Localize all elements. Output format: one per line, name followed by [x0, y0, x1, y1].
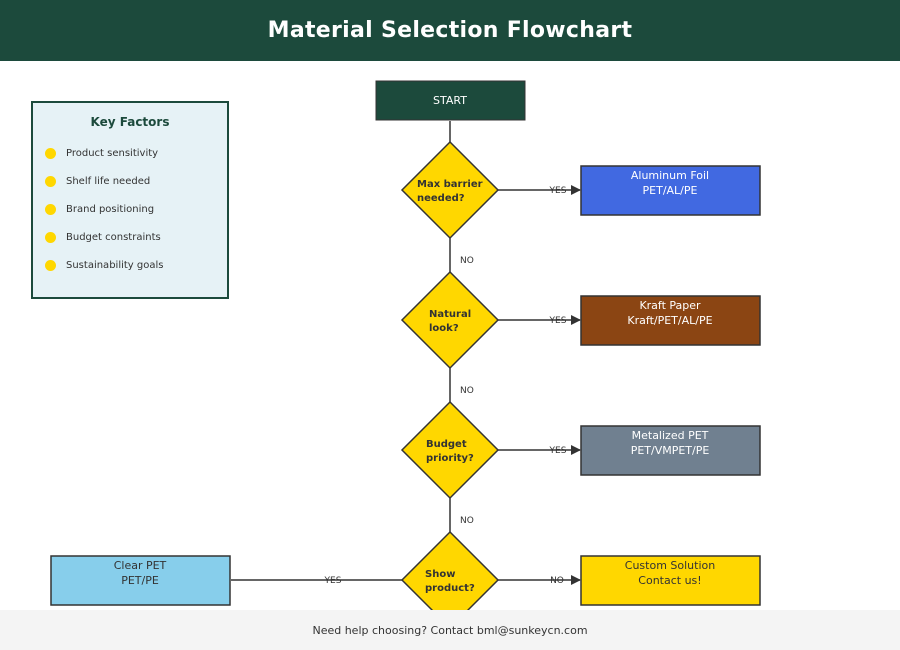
decision-text-line2: product? [425, 583, 475, 594]
outcome-kraft-paper: Kraft Paper Kraft/PET/AL/PE [580, 295, 761, 346]
edge-label-no: NO [550, 576, 564, 586]
outcome-title: Clear PET [114, 559, 167, 572]
outcome-structure: Kraft/PET/AL/PE [627, 314, 712, 327]
start-label: START [433, 94, 467, 107]
edge-label-yes: YES [549, 446, 567, 456]
outcome-structure: PET/AL/PE [643, 184, 698, 197]
page-header: Material Selection Flowchart [0, 0, 900, 61]
key-factor-item: Product sensitivity [45, 145, 158, 161]
page-title: Material Selection Flowchart [267, 18, 633, 43]
decision-text-line2: needed? [417, 193, 465, 204]
decision-text-line1: Show [425, 569, 455, 580]
key-factor-item: Budget constraints [45, 229, 161, 245]
decision-text-line1: Budget [426, 439, 467, 450]
edge-label-yes: YES [324, 576, 342, 586]
bullet-dot-icon [45, 259, 56, 271]
bullet-dot-icon [45, 147, 56, 159]
bullet-dot-icon [45, 175, 56, 187]
edge-label-yes: YES [549, 316, 567, 326]
decision-text-line2: priority? [426, 453, 474, 464]
decision-text-line2: look? [429, 323, 459, 334]
key-factor-label: Shelf life needed [66, 175, 151, 187]
key-factor-item: Shelf life needed [45, 173, 150, 189]
edge-label-no: NO [460, 516, 474, 526]
key-factors-title: Key Factors [90, 115, 170, 129]
outcome-custom-solution: Custom Solution Contact us! [580, 555, 761, 606]
key-factor-label: Brand positioning [66, 203, 155, 215]
outcome-structure: Contact us! [638, 574, 701, 587]
key-factor-label: Budget constraints [66, 231, 161, 243]
bullet-dot-icon [45, 231, 56, 243]
decision-text-line1: Natural [429, 309, 471, 320]
key-factor-item: Sustainability goals [45, 257, 163, 273]
outcome-metalized-pet: Metalized PET PET/VMPET/PE [580, 425, 761, 476]
outcome-title: Metalized PET [632, 429, 709, 442]
bullet-dot-icon [45, 203, 56, 215]
decision-text-line1: Max barrier [417, 179, 483, 190]
key-factor-label: Product sensitivity [66, 147, 159, 159]
decision-budget-priority: Budget priority? [400, 400, 500, 500]
outcome-clear-pet: Clear PET PET/PE [50, 555, 231, 606]
key-factors-panel: Key Factors Product sensitivity Shelf li… [31, 101, 229, 299]
outcome-title: Kraft Paper [639, 299, 701, 312]
outcome-title: Custom Solution [625, 559, 715, 572]
outcome-structure: PET/PE [121, 574, 159, 587]
key-factor-label: Sustainability goals [66, 259, 164, 271]
outcome-structure: PET/VMPET/PE [631, 444, 710, 457]
outcome-title: Aluminum Foil [631, 169, 709, 182]
key-factor-item: Brand positioning [45, 201, 154, 217]
outcome-aluminum-foil: Aluminum Foil PET/AL/PE [580, 165, 761, 216]
decision-max-barrier: Max barrier needed? [400, 140, 500, 240]
page-footer: Need help choosing? Contact bml@sunkeycn… [0, 610, 900, 650]
start-node: START [375, 80, 526, 121]
edge-label-yes: YES [549, 186, 567, 196]
edge-label-no: NO [460, 256, 474, 266]
footer-contact-text: Need help choosing? Contact bml@sunkeycn… [312, 623, 588, 637]
decision-natural-look: Natural look? [400, 270, 500, 370]
edge-label-no: NO [460, 386, 474, 396]
